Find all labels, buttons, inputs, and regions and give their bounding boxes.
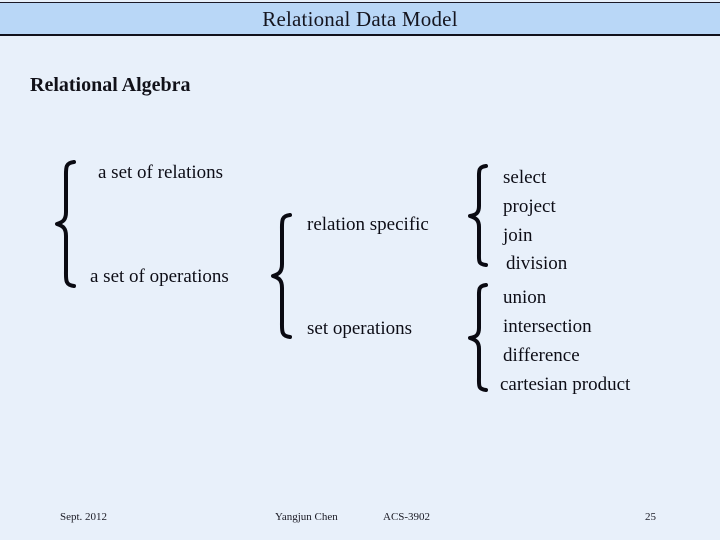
footer-page-number: 25 [645,511,656,523]
set-operations-item-1: intersection [503,316,592,337]
set-operations-item-0: union [503,287,547,308]
set-operations-item-3: cartesian product [500,374,631,395]
relation-specific-item-3: division [506,253,568,274]
brace-set-operations-icon [466,282,492,394]
relation-specific-item-0: select [503,167,547,188]
section-heading: Relational Algebra [30,74,191,96]
group-level1-item-0: a set of relations [98,162,224,183]
brace-relation-specific-icon [466,163,492,269]
group-level1-item-1: a set of operations [90,266,229,287]
relation-specific-item-1: project [503,196,556,217]
group-level2-item-0: relation specific [307,214,429,235]
footer-author: Yangjun Chen [275,511,338,523]
set-operations-item-2: difference [503,345,580,366]
group-level2-item-1: set operations [307,318,413,339]
slide-title-bar: Relational Data Model [0,2,720,36]
relation-specific-item-2: join [503,225,533,246]
footer-course: ACS-3902 [383,511,431,523]
brace-level2-icon [268,211,298,341]
slide-title: Relational Data Model [262,7,458,31]
footer-date: Sept. 2012 [60,511,108,523]
brace-level1-icon [52,158,82,290]
